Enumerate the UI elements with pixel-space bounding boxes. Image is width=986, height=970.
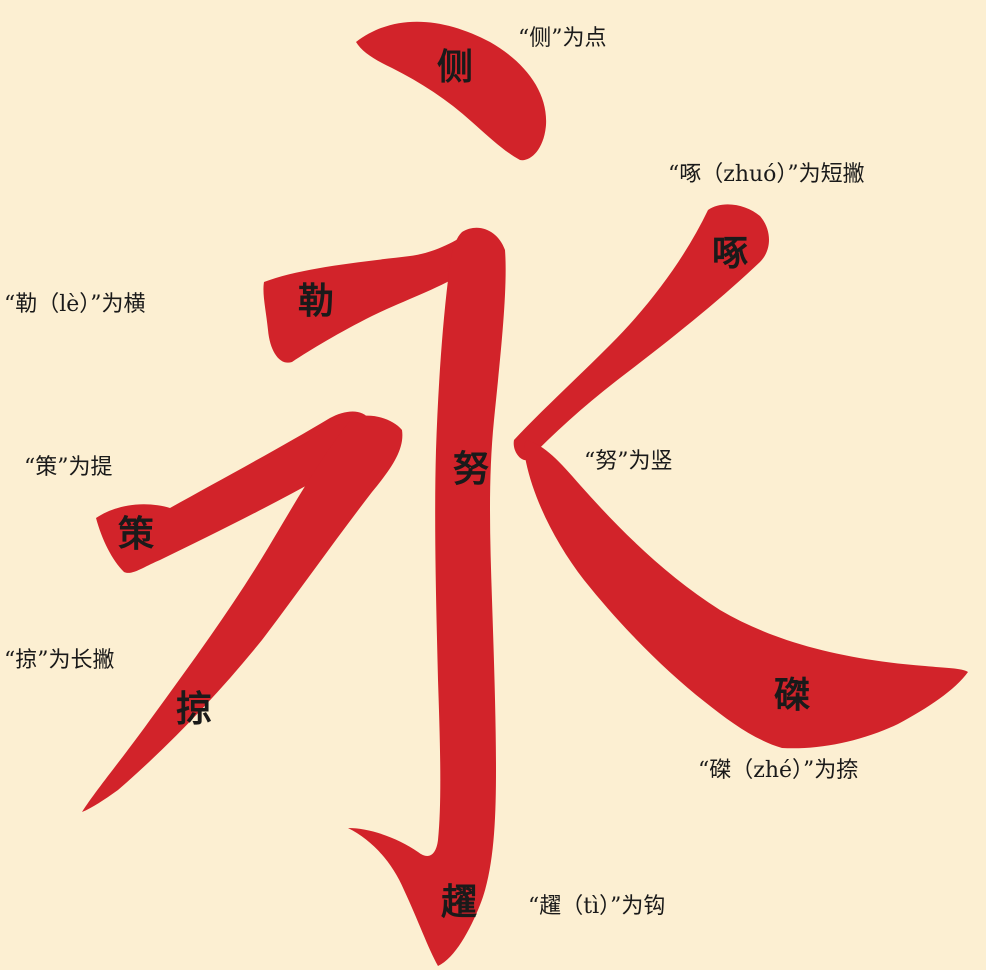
caption-lve: “掠”为长撇 [4,648,115,673]
stroke-zhuo-short-falling [513,204,769,461]
stroke-ce-rising [96,411,371,573]
caption-zhe: “磔（zhé）”为捺 [698,758,859,783]
stroke-lve-long-falling [82,415,403,812]
caption-nu: “努”为竖 [584,449,673,474]
stroke-label-ce: 侧 [437,47,474,88]
caption-le: “勒（lè）”为横 [4,292,146,317]
caption-ce: “侧”为点 [518,26,607,51]
caption-zhuo: “啄（zhuó）”为短撇 [668,162,865,187]
stroke-le-horizontal [263,232,481,363]
stroke-nu-ti-vertical-hook [348,227,506,966]
caption-ti: “趯（tì）”为钩 [528,894,666,919]
stroke-label-nu: 努 [453,449,490,490]
stroke-zhe-right-falling [524,440,968,749]
caption-ce2: “策”为提 [24,455,113,480]
stroke-label-le: 勒 [298,281,335,322]
stroke-ce-dot [356,21,547,161]
stroke-label-lve: 掠 [176,689,213,730]
stroke-label-ti: 趯 [441,882,478,923]
stroke-label-zhe: 磔 [774,675,811,716]
stroke-label-ce2: 策 [118,514,155,555]
stroke-label-zhuo: 啄 [712,233,749,274]
